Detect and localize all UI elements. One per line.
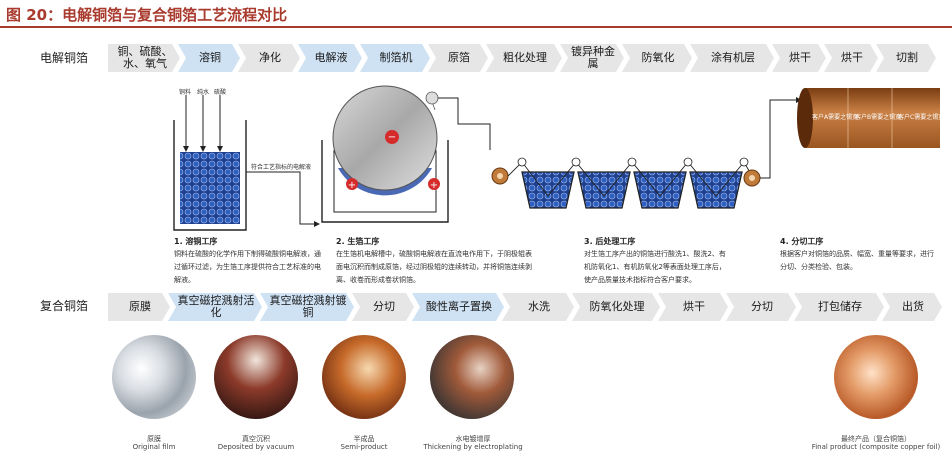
electroforming-machine: − + + xyxy=(321,85,491,223)
electro-step-9: 防氧化 xyxy=(622,44,692,72)
copper-rolls xyxy=(797,88,940,148)
composite-step-9: 分切 xyxy=(726,293,796,321)
electro-step-6: 原箔 xyxy=(428,44,488,72)
svg-text:+: + xyxy=(348,180,356,191)
caption-zh-semi-product: 半成品 xyxy=(353,435,375,443)
composite-step-10: 打包储存 xyxy=(794,293,884,321)
caption-en-electroplating: Thickening by electroplating xyxy=(423,443,523,451)
photo-final-product xyxy=(834,335,918,419)
process-title-3: 3. 后处理工序 xyxy=(584,237,636,246)
caption-zh-electroplating: 水电镀增厚 xyxy=(455,435,491,443)
composite-step-1: 原膜 xyxy=(108,293,170,321)
composite-step-11: 出货 xyxy=(882,293,942,321)
process-desc-2: 在生箔机电解槽中，硫酸铜电解液在直流电作用下，于阴极辊表面电沉积而制成原箔，经过… xyxy=(336,250,532,284)
electro-step-7: 粗化处理 xyxy=(486,44,562,72)
composite-step-5: 酸性离子置换 xyxy=(412,293,504,321)
input-label-water: 纯水 xyxy=(197,89,210,96)
composite-step-8: 烘干 xyxy=(658,293,728,321)
photo-vacuum-deposition xyxy=(214,335,298,419)
caption-en-vacuum: Deposited by vacuum xyxy=(217,443,295,451)
tank-output-label: 符合工艺指标的电解液 xyxy=(251,164,312,171)
caption-zh-original-film: 原膜 xyxy=(147,435,161,443)
svg-text:−: − xyxy=(388,132,396,143)
roll-label-c: 客户C需要之锡宽 xyxy=(898,114,945,121)
post-treatment-tanks xyxy=(491,97,802,209)
composite-step-3: 真空磁控溅射镀铜 xyxy=(260,293,354,321)
electro-step-2: 溶铜 xyxy=(178,44,240,72)
figure-title: 图 20：电解铜箔与复合铜箔工艺流程对比 xyxy=(6,6,288,24)
process-desc-3: 对生箔工序产出的铜箔进行酸洗1、酸洗2、有机防氧化1、有机防氧化2等表面处理工序… xyxy=(584,250,726,284)
electro-step-3: 净化 xyxy=(238,44,300,72)
input-label-copper: 铜料 xyxy=(179,89,192,96)
caption-en-original-film: Original film xyxy=(132,443,176,451)
svg-text:+: + xyxy=(430,180,438,191)
photo-semi-product xyxy=(322,335,406,419)
composite-step-4: 分切 xyxy=(352,293,414,321)
composite-step-2: 真空磁控溅射活化 xyxy=(168,293,262,321)
process-title-1: 1. 溶铜工序 xyxy=(174,237,218,246)
process-title-4: 4. 分切工序 xyxy=(780,237,824,246)
caption-en-final-product: Final product (composite copper foil) xyxy=(811,443,941,451)
electro-step-8: 镀异种金属 xyxy=(560,44,624,72)
composite-step-6: 水洗 xyxy=(502,293,574,321)
electro-step-11: 烘干 xyxy=(772,44,826,72)
caption-zh-vacuum: 真空沉积 xyxy=(242,435,270,443)
composite-step-7: 防氧化处理 xyxy=(572,293,660,321)
caption-zh-final-product: 最终产品（复合铜箔） xyxy=(841,435,911,443)
caption-en-semi-product: Semi-product xyxy=(340,443,388,451)
row-label-electrolytic: 电解铜箔 xyxy=(40,51,89,65)
electro-step-5: 制箔机 xyxy=(360,44,430,72)
row-label-composite: 复合铜箔 xyxy=(40,299,89,313)
roll-label-a: 客户A需要之锡宽 xyxy=(812,114,859,121)
dissolving-tank xyxy=(173,95,320,231)
roll-label-b: 客户B需要之锡宽 xyxy=(855,114,902,121)
electro-step-12: 烘干 xyxy=(824,44,878,72)
process-title-2: 2. 生箔工序 xyxy=(336,237,380,246)
input-label-acid: 硫酸 xyxy=(214,89,227,96)
process-desc-1: 铜料在硫酸的化学作用下制得硫酸铜电解液，通过循环过滤，为生箔工序提供符合工艺标准… xyxy=(174,250,321,284)
electro-step-4: 电解液 xyxy=(298,44,362,72)
figure-title-bar: 图 20：电解铜箔与复合铜箔工艺流程对比 xyxy=(0,0,952,28)
electro-step-10: 涂有机层 xyxy=(690,44,774,72)
photo-original-film xyxy=(112,335,196,419)
electro-step-1: 铜、硫酸、水、氧气 xyxy=(108,44,180,72)
electro-step-13: 切割 xyxy=(876,44,936,72)
photo-electroplating xyxy=(430,335,514,419)
process-desc-4: 根据客户对铜箔的品质、幅宽、重量等要求，进行分切、分类检验、包装。 xyxy=(780,250,934,271)
